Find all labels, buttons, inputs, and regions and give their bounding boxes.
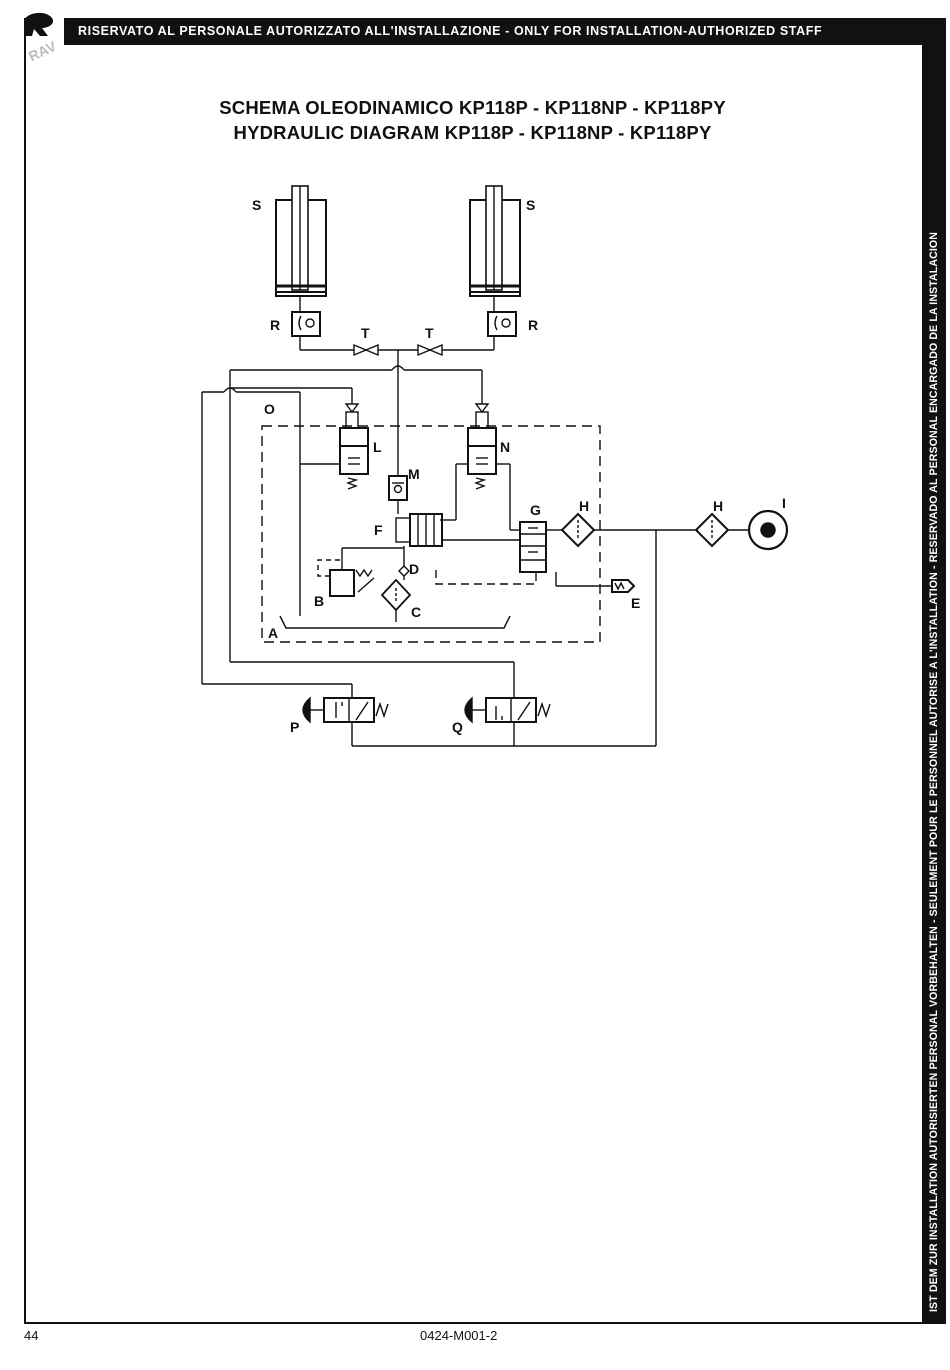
label-n: N [500, 439, 510, 455]
label-s-left: S [252, 197, 261, 213]
label-h-left: H [579, 498, 589, 514]
label-b: B [314, 593, 324, 609]
label-r-left: R [270, 317, 280, 333]
label-e: E [631, 595, 640, 611]
check-d [398, 565, 410, 580]
label-t-right: T [425, 325, 434, 341]
label-i: I [782, 495, 786, 511]
label-g: G [530, 502, 541, 518]
manual-valve-p [302, 696, 389, 746]
page-title-en: HYDRAULIC DIAGRAM KP118P - KP118NP - KP1… [233, 122, 712, 143]
page-title-it: SCHEMA OLEODINAMICO KP118P - KP118NP - K… [219, 97, 726, 118]
valve-l [300, 403, 369, 490]
cylinder-s-left [275, 185, 327, 297]
valve-b [317, 548, 375, 597]
motor-i [747, 509, 789, 551]
valve-t-right [417, 343, 443, 357]
label-f: F [374, 522, 383, 538]
page-frame-bottom [24, 1322, 924, 1324]
label-q: Q [452, 719, 463, 735]
valve-n [440, 403, 520, 531]
page-frame-left [24, 18, 26, 1324]
label-h-right: H [713, 498, 723, 514]
label-c: C [411, 604, 421, 620]
tank-a [279, 615, 511, 629]
label-r-right: R [528, 317, 538, 333]
top-banner: RISERVATO AL PERSONALE AUTORIZZATO ALL'I… [64, 18, 924, 45]
document-code: 0424-M001-2 [420, 1328, 498, 1343]
exhaust-e [611, 579, 636, 593]
label-a: A [268, 625, 278, 641]
label-d: D [409, 561, 419, 577]
label-s-right: S [526, 197, 535, 213]
valve-r-right [487, 296, 517, 350]
cylinder-s-right [469, 185, 521, 297]
rav-logo: RAV [24, 12, 59, 64]
page-number: 44 [24, 1328, 39, 1343]
manual-valve-q [464, 696, 551, 746]
valve-r-left [291, 296, 321, 350]
distributor-g [435, 521, 612, 587]
valve-m [388, 475, 408, 514]
label-t-left: T [361, 325, 370, 341]
filter-h-left [560, 512, 698, 548]
valve-t-left [353, 343, 379, 357]
filter-h-right [694, 512, 748, 548]
label-p: P [290, 719, 299, 735]
label-o: O [264, 401, 275, 417]
pump-f [342, 513, 520, 566]
filter-c [380, 578, 412, 622]
label-m: M [408, 466, 420, 482]
label-l: L [373, 439, 382, 455]
side-banner-bar [922, 18, 946, 1324]
